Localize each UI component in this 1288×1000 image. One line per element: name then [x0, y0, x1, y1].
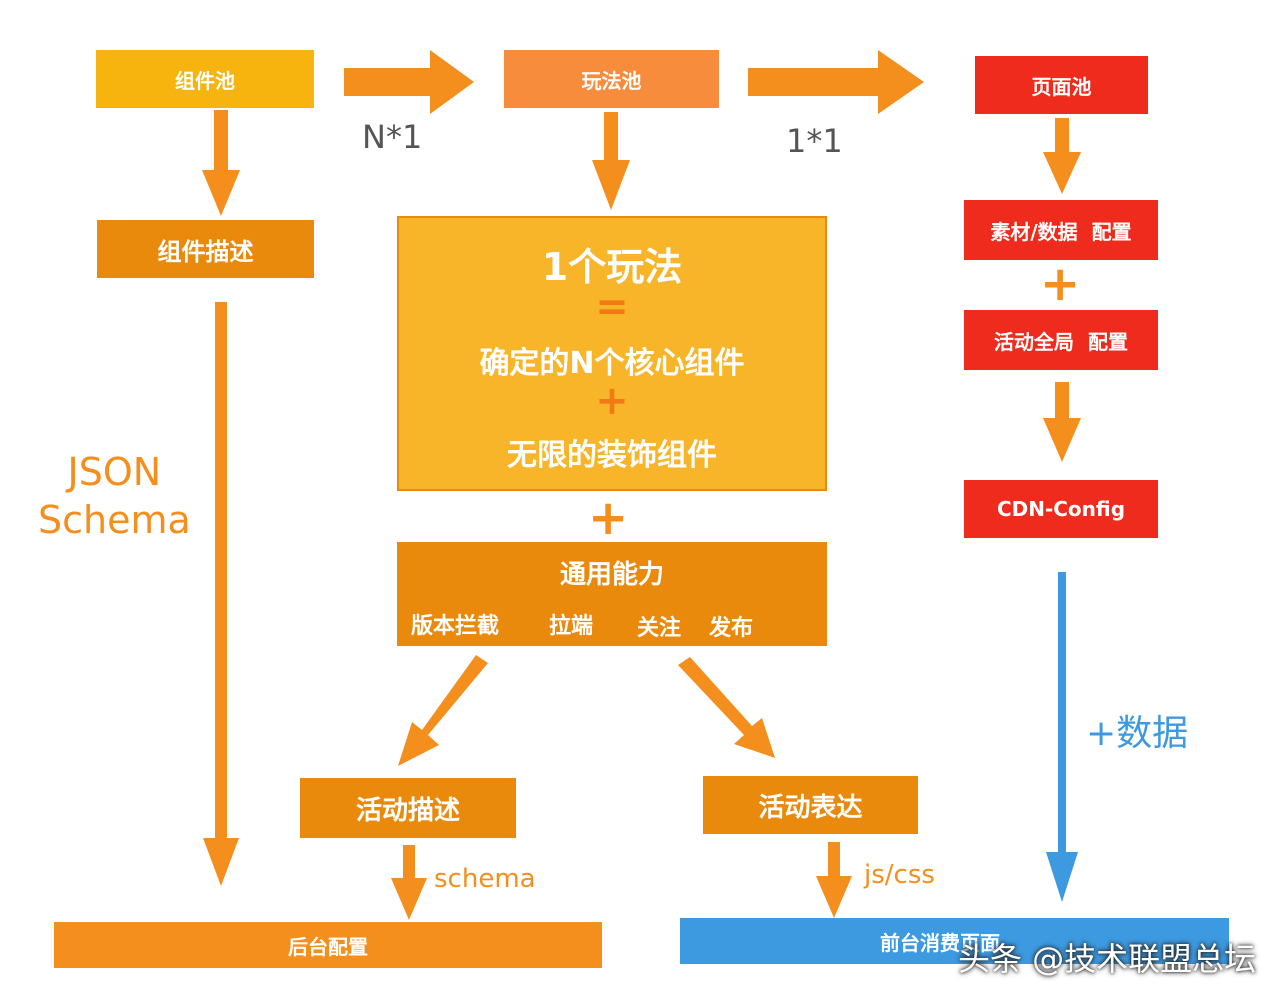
arrow-expr-to-frontend	[816, 842, 852, 918]
core-components-label: 确定的N个核心组件	[479, 346, 745, 381]
activity-desc-box: 活动描述	[300, 778, 516, 838]
component-pool-label: 组件池	[175, 68, 235, 93]
material-data-config-label: 素材/数据 配置	[990, 219, 1132, 244]
gameplay-pool-box: 玩法池	[504, 50, 719, 108]
activity-desc-label: 活动描述	[355, 795, 460, 826]
arrow-json-schema	[203, 302, 239, 886]
capability-launch-app: 拉端	[549, 614, 594, 639]
arrow-global-to-cdn	[1043, 382, 1081, 462]
gameplay-pool-label: 玩法池	[581, 68, 642, 93]
arrow-general-to-activity-desc	[398, 655, 488, 766]
backend-config-bar: 后台配置	[54, 922, 602, 968]
material-data-config-box: 素材/数据 配置	[964, 200, 1158, 260]
arrow-component-to-gameplay	[344, 50, 474, 114]
ratio-right-label: 1*1	[786, 122, 843, 160]
activity-expr-label: 活动表达	[758, 792, 863, 823]
component-desc-label: 组件描述	[157, 237, 254, 266]
schema-label: schema	[434, 864, 536, 894]
arrow-page-to-material	[1043, 118, 1081, 194]
cdn-config-box: CDN-Config	[964, 480, 1158, 538]
capability-publish: 发布	[709, 616, 754, 641]
activity-expr-box: 活动表达	[703, 776, 918, 834]
right-plus-sign: +	[1040, 256, 1081, 312]
arrow-cdn-to-frontend	[1046, 572, 1078, 902]
capability-follow: 关注	[637, 616, 682, 641]
ratio-left-label: N*1	[362, 118, 423, 156]
frontend-page-label: 前台消费页面	[880, 930, 1000, 955]
watermark-text: 头条 @技术联盟总坛	[958, 940, 1257, 978]
gameplay-definition-box: 1个玩法 = 确定的N个核心组件 + 无限的装饰组件	[397, 216, 827, 491]
general-capability-title: 通用能力	[559, 560, 664, 590]
center-plus-sign: +	[588, 490, 629, 546]
backend-config-label: 后台配置	[288, 934, 368, 959]
arrow-desc-to-backend	[391, 845, 427, 920]
arrow-gameplay-to-center	[592, 112, 630, 210]
arrow-gameplay-to-page	[748, 50, 924, 114]
capability-version-intercept: 版本拦截	[411, 614, 500, 639]
component-desc-box: 组件描述	[97, 220, 314, 278]
page-pool-label: 页面池	[1031, 74, 1092, 99]
arrow-pool-to-desc	[202, 110, 240, 216]
decor-components-label: 无限的装饰组件	[507, 438, 717, 473]
arrow-general-to-activity-expr	[678, 657, 775, 758]
page-pool-box: 页面池	[975, 56, 1148, 114]
cdn-config-label: CDN-Config	[996, 497, 1126, 521]
global-config-box: 活动全局 配置	[964, 310, 1158, 370]
gameplay-title: 1个玩法	[541, 245, 683, 289]
json-line2: Schema	[38, 498, 191, 542]
general-capability-box: 通用能力 版本拦截 拉端 关注 发布	[397, 542, 827, 646]
frontend-page-bar: 前台消费页面	[680, 918, 1229, 964]
jscss-label: js/css	[864, 860, 935, 890]
json-line1: JSON	[67, 450, 162, 494]
global-config-label: 活动全局 配置	[994, 329, 1128, 354]
equals-sign: =	[595, 284, 629, 330]
plus-sign: +	[595, 378, 629, 424]
plus-data-label: +数据	[1086, 713, 1189, 754]
json-schema-label: JSON Schema	[38, 448, 191, 544]
component-pool-box: 组件池	[96, 50, 314, 108]
